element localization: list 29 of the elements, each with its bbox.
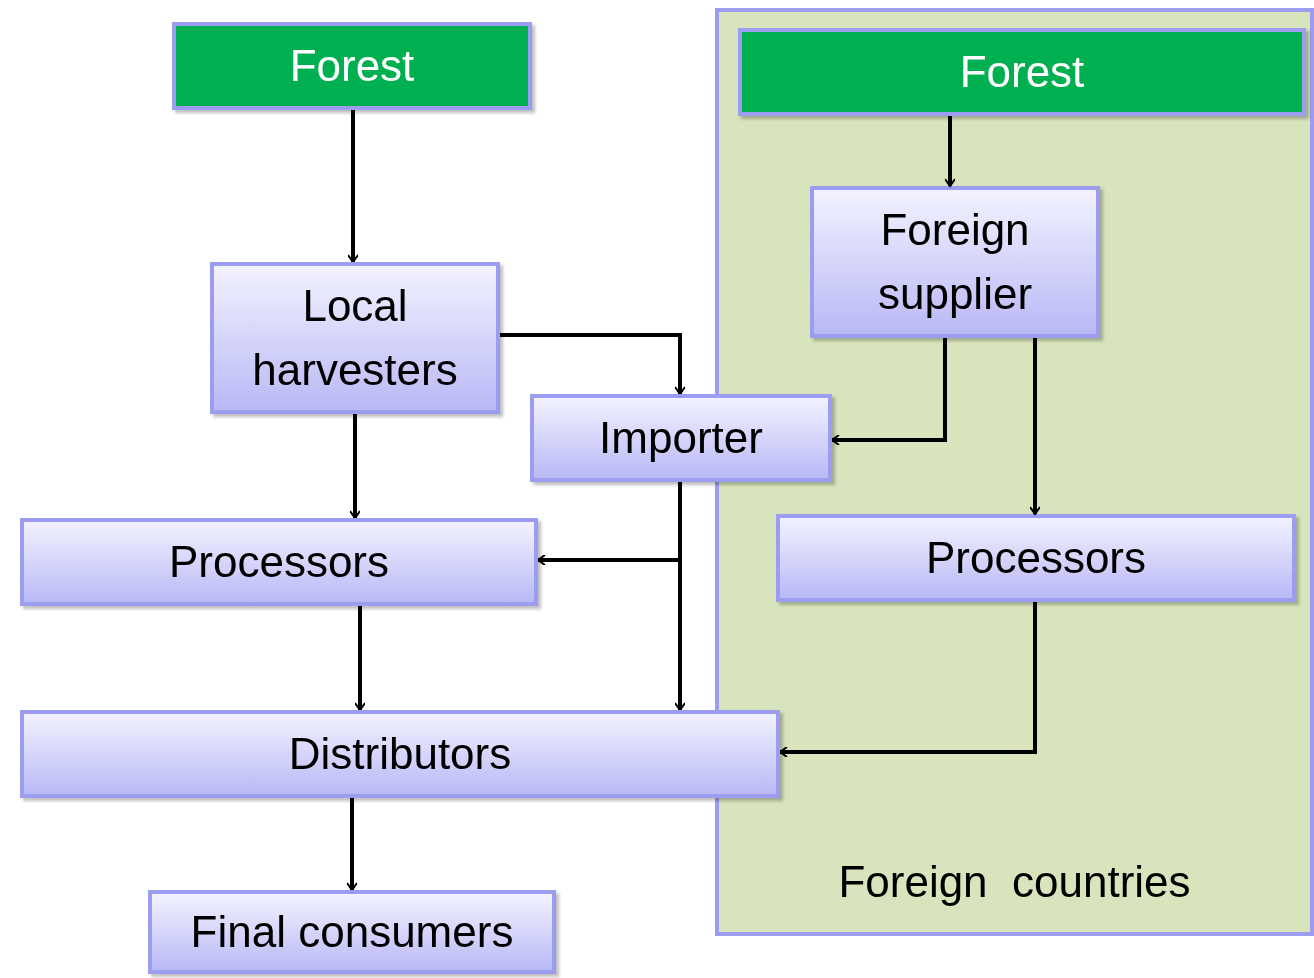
node-label: Foreign supplier bbox=[876, 204, 1034, 320]
process-box bbox=[20, 518, 538, 606]
arrow bbox=[500, 333, 686, 395]
node-label: Distributors bbox=[288, 728, 512, 781]
node-label: Processors bbox=[168, 536, 390, 589]
process-box bbox=[810, 186, 1100, 338]
arrow bbox=[349, 414, 361, 519]
node-label: Local harvesters bbox=[251, 280, 459, 396]
node-label: Processors bbox=[925, 532, 1147, 585]
arrow bbox=[1029, 338, 1041, 515]
node-label: Final consumers bbox=[190, 906, 514, 959]
node-label: Importer bbox=[599, 412, 763, 465]
arrow bbox=[779, 602, 1037, 758]
arrow bbox=[674, 482, 686, 711]
node-label: Forest bbox=[289, 40, 415, 93]
node-label: Forest bbox=[959, 46, 1085, 99]
forest-box bbox=[738, 28, 1306, 116]
arrow bbox=[347, 110, 359, 263]
arrow bbox=[944, 116, 956, 187]
arrow bbox=[354, 606, 366, 711]
process-box bbox=[148, 890, 556, 974]
region-label: Foreign countries bbox=[837, 856, 1192, 909]
process-box bbox=[210, 262, 500, 414]
forest-box bbox=[172, 22, 532, 110]
arrow bbox=[831, 338, 947, 446]
process-box bbox=[20, 710, 780, 798]
process-box bbox=[530, 394, 832, 482]
process-box bbox=[776, 514, 1296, 602]
arrow bbox=[346, 798, 358, 891]
